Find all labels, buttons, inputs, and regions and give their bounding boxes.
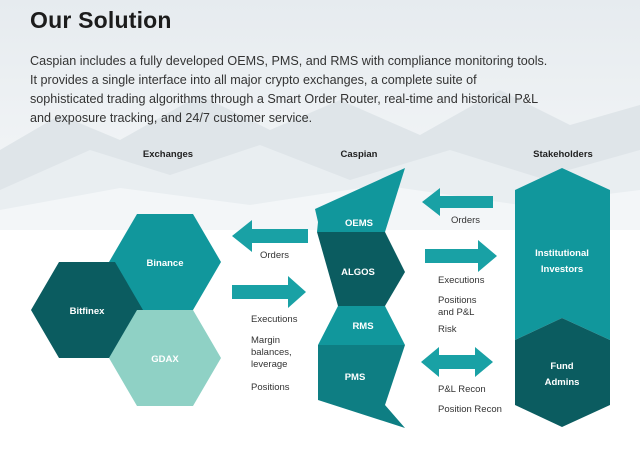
right-executions-label: Executions: [438, 275, 485, 286]
left-executions-label: Executions: [251, 314, 298, 325]
exchange-label: Binance: [147, 258, 184, 269]
left-orders-label: Orders: [260, 250, 289, 261]
caspian-module-rms: RMS: [318, 306, 405, 345]
svg-text:PMS: PMS: [345, 372, 366, 383]
page-title: Our Solution: [30, 7, 172, 33]
svg-text:OEMS: OEMS: [345, 218, 373, 229]
right-orders-label: Orders: [451, 215, 480, 226]
arrow-recon-bidirectional-icon: [421, 347, 493, 377]
exchange-label: GDAX: [151, 354, 179, 365]
caspian-module-algos: ALGOS: [317, 232, 405, 306]
arrow-executions-right-icon: [232, 276, 306, 308]
arrow-orders-left-icon: [232, 220, 308, 252]
header-stakeholders: Stakeholders: [533, 149, 593, 160]
intro-paragraph: Caspian includes a fully developed OEMS,…: [30, 54, 548, 125]
left-positions-label: Positions: [251, 382, 290, 393]
right-pnl-recon-label: P&L Recon: [438, 384, 486, 395]
right-position-recon-label: Position Recon: [438, 404, 502, 415]
svg-text:ALGOS: ALGOS: [341, 267, 375, 278]
header-caspian: Caspian: [341, 149, 378, 160]
caspian-module-pms: PMS: [318, 345, 405, 428]
exchange-hex-gdax: GDAX: [109, 310, 221, 406]
arrow-orders-from-stakeholders-icon: [422, 188, 493, 216]
exchange-label: Bitfinex: [70, 306, 106, 317]
arrow-executions-to-stakeholders-icon: [425, 240, 497, 272]
header-exchanges: Exchanges: [143, 149, 193, 160]
right-risk-label: Risk: [438, 324, 457, 335]
caspian-module-oems: OEMS: [315, 168, 405, 232]
svg-text:RMS: RMS: [352, 321, 373, 332]
exchange-hex-binance: Binance: [109, 214, 221, 310]
exchange-hex-bitfinex: Bitfinex: [31, 262, 143, 358]
mountain-backdrop: [0, 0, 640, 230]
